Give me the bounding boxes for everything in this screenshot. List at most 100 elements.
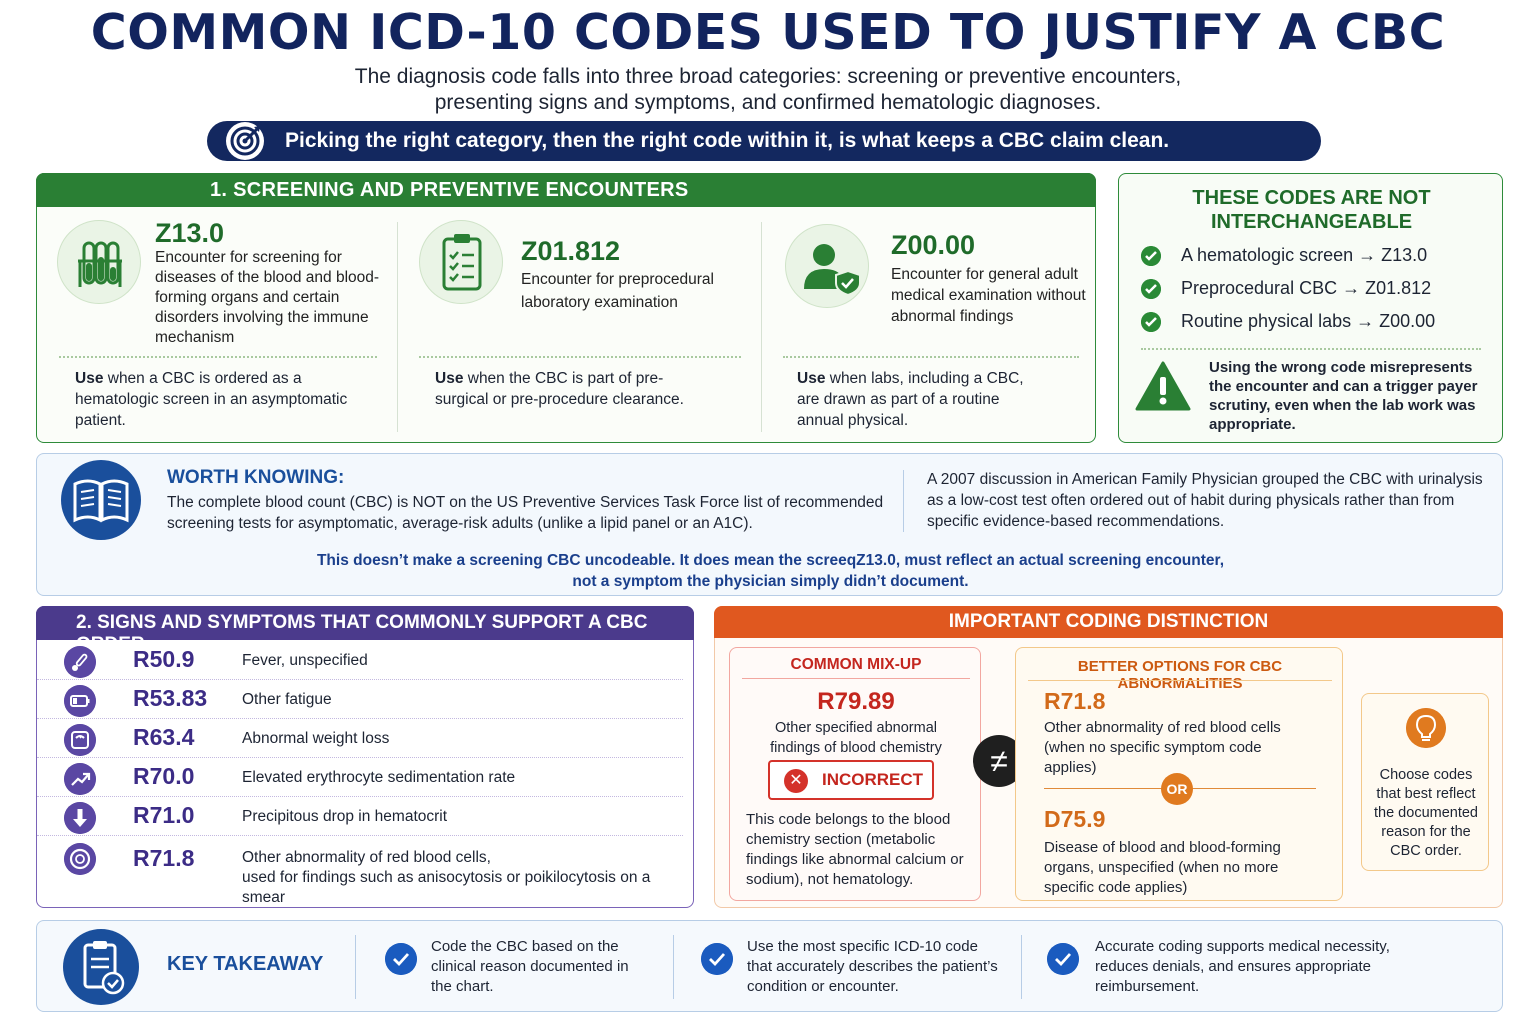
- check-circle-icon: [701, 943, 733, 975]
- check-circle-icon: [1047, 943, 1079, 975]
- warning-icon: [1135, 361, 1191, 411]
- better-code-r71-8: R71.8: [1044, 688, 1106, 714]
- symptom-desc: Other abnormality of red blood cells, us…: [242, 849, 651, 906]
- symptom-code: R50.9: [133, 646, 195, 672]
- divider: [355, 935, 356, 999]
- clipboard-check-icon: [63, 929, 139, 1005]
- coding-distinction-panel: IMPORTANT CODING DISTINCTION COMMON MIX-…: [714, 606, 1503, 908]
- divider: [1141, 348, 1481, 350]
- divider: [59, 356, 377, 358]
- open-book-icon: [61, 460, 141, 540]
- coding-distinction-header: IMPORTANT CODING DISTINCTION: [714, 606, 1503, 638]
- page-title: COMMON ICD-10 CODES USED TO JUSTIFY A CB…: [90, 4, 1446, 61]
- symptom-row: R70.0 Elevated erythrocyte sedimentation…: [37, 758, 693, 797]
- divider: [783, 356, 1079, 358]
- not-interchangeable-title: THESE CODES ARE NOT INTERCHANGEABLE: [1192, 187, 1431, 233]
- screening-panel: 1. SCREENING AND PREVENTIVE ENCOUNTERS Z…: [36, 173, 1096, 443]
- symptom-desc: Elevated erythrocyte sedimentation rate: [242, 769, 516, 786]
- symptom-row: R63.4 Abnormal weight loss: [37, 719, 693, 758]
- incorrect-badge: ✕ INCORRECT: [768, 760, 934, 800]
- or-badge: OR: [1161, 773, 1193, 805]
- check-circle-icon: [385, 943, 417, 975]
- better-options-card: BETTER OPTIONS FOR CBC ABNORMALITIES R71…: [1015, 647, 1343, 901]
- mixup-code: R79.89: [817, 688, 895, 715]
- code-z13-0-desc: Encounter for screening for diseases of …: [155, 249, 380, 346]
- code-z01-812: Z01.812: [521, 236, 621, 266]
- worth-knowing-conclusion: This doesn’t make a screening CBC uncode…: [316, 552, 1225, 590]
- check-circle-icon: [1141, 279, 1161, 299]
- subtitle-line-1: The diagnosis code falls into three broa…: [354, 65, 1182, 88]
- arrow-down-icon: [64, 802, 96, 834]
- lightbulb-icon: [1406, 708, 1446, 748]
- divider: [1021, 935, 1022, 999]
- signs-symptoms-panel: 2. SIGNS AND SYMPTOMS THAT COMMONLY SUPP…: [36, 606, 694, 908]
- red-cell-icon: [64, 843, 96, 875]
- symptom-row: R50.9 Fever, unspecified: [37, 641, 693, 680]
- symptom-row: R71.8 Other abnormality of red blood cel…: [37, 836, 693, 906]
- symptom-code: R70.0: [133, 763, 195, 789]
- worth-knowing-title: WORTH KNOWING:: [167, 467, 345, 488]
- symptom-desc: Abnormal weight loss: [242, 730, 390, 747]
- symptom-row: R53.83 Other fatigue: [37, 680, 693, 719]
- signs-symptoms-title: 2. SIGNS AND SYMPTOMS THAT COMMONLY SUPP…: [76, 612, 648, 655]
- divider: [673, 935, 674, 999]
- symptom-desc: Fever, unspecified: [242, 652, 368, 669]
- worth-knowing-note: A 2007 discussion in American Family Phy…: [927, 471, 1483, 530]
- better-code-d75-9: D75.9: [1044, 806, 1106, 832]
- column-divider: [397, 222, 398, 432]
- trend-up-icon: [64, 763, 96, 795]
- person-shield-icon: [785, 224, 869, 308]
- takeaway-item: Code the CBC based on the clinical reaso…: [431, 938, 629, 995]
- symptom-desc: Precipitous drop in hematocrit: [242, 808, 448, 825]
- tip-text: Choose codes that best reflect the docum…: [1374, 767, 1478, 859]
- common-mixup-card: COMMON MIX-UP R79.89 Other specified abn…: [729, 647, 981, 901]
- check-circle-icon: [1141, 246, 1161, 266]
- mixup-title: COMMON MIX-UP: [790, 656, 922, 673]
- banner-text: Picking the right category, then the rig…: [285, 129, 1170, 152]
- code-z13-0: Z13.0: [155, 218, 225, 248]
- page-subtitle: The diagnosis code falls into three broa…: [268, 64, 1268, 116]
- z13-0-usage: Use when a CBC is ordered as a hematolog…: [75, 370, 348, 429]
- divider: [903, 470, 904, 532]
- takeaway-item: Accurate coding supports medical necessi…: [1095, 938, 1390, 995]
- test-tubes-icon: [57, 220, 141, 304]
- better-code-d75-9-desc: Disease of blood and blood-forming organ…: [1044, 839, 1281, 896]
- better-options-title: BETTER OPTIONS FOR CBC ABNORMALITIES: [1077, 658, 1283, 692]
- key-takeaway-title: KEY TAKEAWAY: [167, 953, 324, 975]
- column-divider: [761, 222, 762, 432]
- check-circle-icon: [1141, 312, 1161, 332]
- takeaway-item: Use the most specific ICD-10 code that a…: [747, 938, 998, 995]
- clipboard-icon: [419, 220, 503, 304]
- worth-knowing-panel: WORTH KNOWING: The complete blood count …: [36, 453, 1503, 596]
- symptom-code: R71.0: [133, 802, 195, 828]
- symptom-desc: Other fatigue: [242, 691, 332, 708]
- symptom-code: R53.83: [133, 685, 208, 711]
- key-message-banner: Picking the right category, then the rig…: [207, 121, 1321, 161]
- screening-panel-header: 1. SCREENING AND PREVENTIVE ENCOUNTERS: [36, 173, 1096, 207]
- symptom-code: R63.4: [133, 724, 195, 750]
- code-z00-00: Z00.00: [891, 230, 976, 260]
- scale-icon: [64, 724, 96, 756]
- subtitle-line-2: presenting signs and symptoms, and confi…: [434, 91, 1102, 114]
- worth-knowing-text: The complete blood count (CBC) is NOT on…: [167, 494, 884, 532]
- symptom-code: R71.8: [133, 845, 195, 871]
- screening-panel-title: 1. SCREENING AND PREVENTIVE ENCOUNTERS: [210, 179, 689, 201]
- symptom-row: R71.0 Precipitous drop in hematocrit: [37, 797, 693, 836]
- z01-812-usage: Use when the CBC is part of pre-surgical…: [435, 370, 684, 408]
- thermometer-icon: [64, 646, 96, 678]
- better-code-r71-8-desc: Other abnormality of red blood cells (wh…: [1044, 719, 1281, 776]
- mixup-explanation: This code belongs to the blood chemistry…: [746, 811, 964, 888]
- target-icon: [226, 122, 264, 160]
- code-z00-00-desc: Encounter for general adult medical exam…: [891, 266, 1086, 325]
- key-takeaway-panel: KEY TAKEAWAY Code the CBC based on the c…: [36, 920, 1503, 1012]
- signs-symptoms-header: 2. SIGNS AND SYMPTOMS THAT COMMONLY SUPP…: [36, 606, 694, 655]
- x-circle-icon: ✕: [784, 769, 808, 793]
- not-interchangeable-panel: THESE CODES ARE NOT INTERCHANGEABLE A he…: [1118, 173, 1503, 443]
- z00-00-usage: Use when labs, including a CBC, are draw…: [797, 370, 1024, 429]
- divider: [419, 356, 741, 358]
- battery-low-icon: [64, 685, 96, 717]
- code-z01-812-desc: Encounter for preprocedural laboratory e…: [521, 271, 715, 311]
- tip-card: Choose codes that best reflect the docum…: [1361, 693, 1489, 871]
- coding-distinction-title: IMPORTANT CODING DISTINCTION: [948, 611, 1269, 632]
- mixup-desc: Other specified abnormal findings of blo…: [770, 720, 942, 756]
